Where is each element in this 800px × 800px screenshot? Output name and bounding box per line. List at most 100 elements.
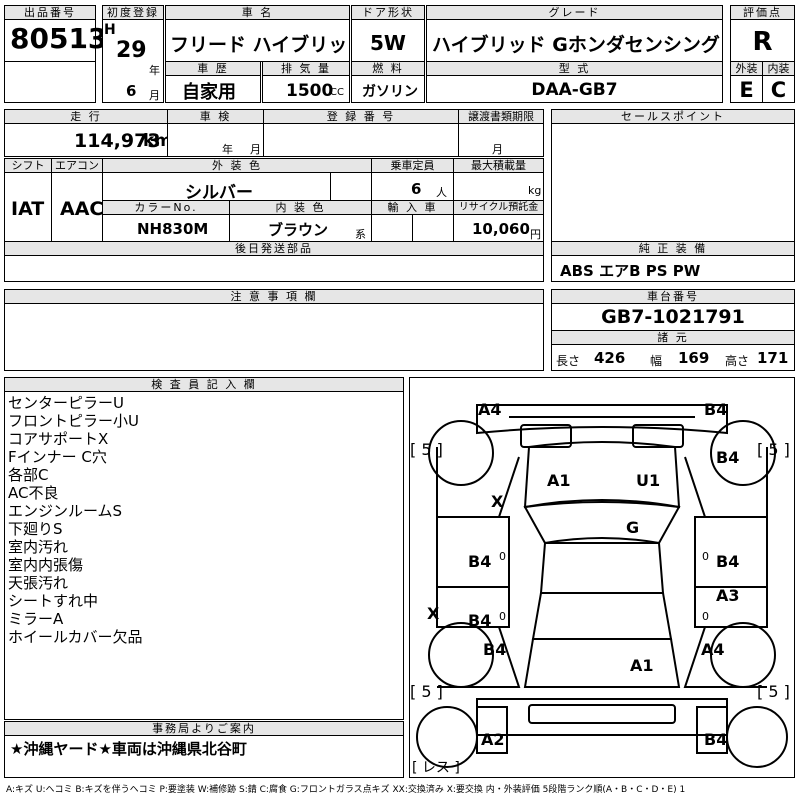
genuine-value: ABS エアB PS PW	[560, 262, 701, 280]
color-no-value: NH830M	[137, 220, 209, 238]
month-unit: 月	[149, 89, 160, 102]
chassis-cell	[551, 303, 795, 331]
later-parts-header: 後日発送部品	[4, 241, 544, 256]
recycle-header: リサイクル預託金	[453, 200, 544, 215]
displacement-header: 排 気 量	[262, 61, 350, 76]
damage-mark-quarter-left: B4	[483, 640, 507, 659]
inspection-year-unit: 年	[222, 143, 233, 156]
lot-no-cell	[4, 19, 96, 62]
car-name-value: フリード ハイブリッド	[170, 34, 367, 56]
damage-mark-rear-left: A2	[481, 730, 505, 749]
sales-point-cell	[551, 123, 795, 256]
lot-no-header: 出品番号	[4, 5, 96, 20]
damage-mark-pillar-left: X	[427, 604, 440, 623]
damage-mark-door-r2: A3	[716, 586, 740, 605]
tire-front-right: [ 5 ]	[757, 440, 790, 459]
inspector-note: ミラーA	[8, 610, 64, 628]
inspector-note: コアサポートX	[8, 430, 109, 448]
specs-cell	[551, 344, 795, 371]
height-value: 171	[757, 349, 789, 367]
lot-no-value: 80513	[10, 22, 108, 55]
exterior-score-value: E	[739, 78, 754, 102]
damage-mark-door-l1: B4	[468, 552, 492, 571]
displacement-value: 1500	[286, 81, 334, 101]
inspector-note: 各部C	[8, 466, 49, 484]
import-header: 輸 入 車	[371, 200, 454, 215]
tire-rear-right: [ 5 ]	[757, 682, 790, 701]
history-cell	[165, 75, 261, 103]
door-header: ドア形状	[351, 5, 425, 20]
inspector-notes-list: センターピラーU フロントピラー小U コアサポートX Fインナー C穴 各部C …	[8, 394, 143, 646]
damage-mark-hood-u: U1	[636, 471, 661, 490]
inspector-note: ホイールカバー欠品	[8, 628, 143, 646]
model-cell	[426, 75, 723, 103]
registration-header: 登 録 番 号	[263, 109, 459, 124]
history-value: 自家用	[182, 82, 236, 103]
car-name-header: 車 名	[165, 5, 350, 20]
capacity-value: 6	[411, 180, 422, 198]
person-unit: 人	[436, 186, 447, 199]
inspector-note: シートすれ中	[8, 592, 99, 610]
int-color-header: 内 装 色	[229, 200, 372, 215]
office-note-value: ★沖縄ヤード★車両は沖縄県北谷町	[10, 740, 247, 758]
office-cell	[4, 735, 404, 778]
genuine-header: 純 正 装 備	[551, 241, 795, 256]
later-parts-cell	[4, 255, 544, 282]
kg-unit: kg	[528, 184, 542, 197]
score-value: R	[752, 27, 773, 57]
capacity-header: 乗車定員	[371, 158, 454, 173]
aircon-header: エアコン	[51, 158, 103, 173]
door-r1-sub: 0	[702, 550, 709, 563]
shift-header: シフト	[4, 158, 52, 173]
year-value: 29	[116, 38, 147, 63]
shift-value: IAT	[11, 198, 45, 220]
model-value: DAA-GB7	[531, 80, 618, 100]
int-color-cell	[229, 214, 372, 242]
notes-header: 注 意 事 項 欄	[4, 289, 544, 304]
length-label: 長さ	[556, 354, 581, 368]
history-header: 車 歴	[165, 61, 261, 76]
recycle-value: 10,060	[472, 220, 530, 238]
km-unit: km	[143, 131, 173, 151]
fuel-cell	[351, 75, 425, 103]
inspection-month-unit: 月	[250, 143, 261, 156]
era-value: H	[104, 22, 116, 38]
lot-no-lower-cell	[4, 61, 96, 103]
damage-mark-door-r1: B4	[716, 552, 740, 571]
max-load-header: 最大積載量	[453, 158, 544, 173]
yen-unit: 円	[530, 228, 541, 241]
door-cell	[351, 19, 425, 62]
score-header: 評価点	[730, 5, 795, 20]
capacity-cell	[371, 172, 454, 201]
sales-point-header: セールスポイント	[551, 109, 795, 124]
inspector-note: 室内内張傷	[8, 556, 84, 574]
inspector-cell	[4, 391, 404, 720]
tire-front-left: [ 5 ]	[410, 440, 443, 459]
genuine-cell	[551, 255, 795, 282]
aircon-cell	[51, 172, 103, 242]
first-reg-cell	[102, 19, 164, 103]
length-value: 426	[594, 349, 626, 367]
damage-mark-roof: G	[626, 518, 640, 537]
interior-header: 内装	[762, 61, 795, 76]
damage-legend: A:キズ U:ヘコミ B:キズを伴うヘコミ P:要塗装 W:補修跡 S:錆 C:…	[6, 785, 686, 795]
tire-rear-left: [ 5 ]	[410, 682, 443, 701]
specs-header: 諸 元	[551, 330, 795, 345]
inspector-note: 天張汚れ	[8, 574, 69, 592]
first-reg-header: 初度登録	[102, 5, 164, 20]
car-diagram	[416, 404, 788, 768]
max-load-cell	[453, 172, 544, 201]
transfer-month-unit: 月	[492, 143, 503, 156]
exterior-header: 外装	[730, 61, 763, 76]
registration-cell	[263, 123, 459, 157]
spare-tire-mark: [ レス ]	[412, 760, 460, 776]
displacement-cell	[262, 75, 350, 103]
grade-header: グレード	[426, 5, 723, 20]
inspector-note: センターピラーU	[8, 394, 124, 412]
door-l2-sub: 0	[499, 610, 506, 623]
shift-cell	[4, 172, 52, 242]
inspector-note: Fインナー C穴	[8, 448, 107, 466]
inspector-note: フロントピラー小U	[8, 412, 139, 430]
damage-mark-fender-left: X	[491, 492, 504, 511]
year-unit: 年	[149, 64, 160, 77]
